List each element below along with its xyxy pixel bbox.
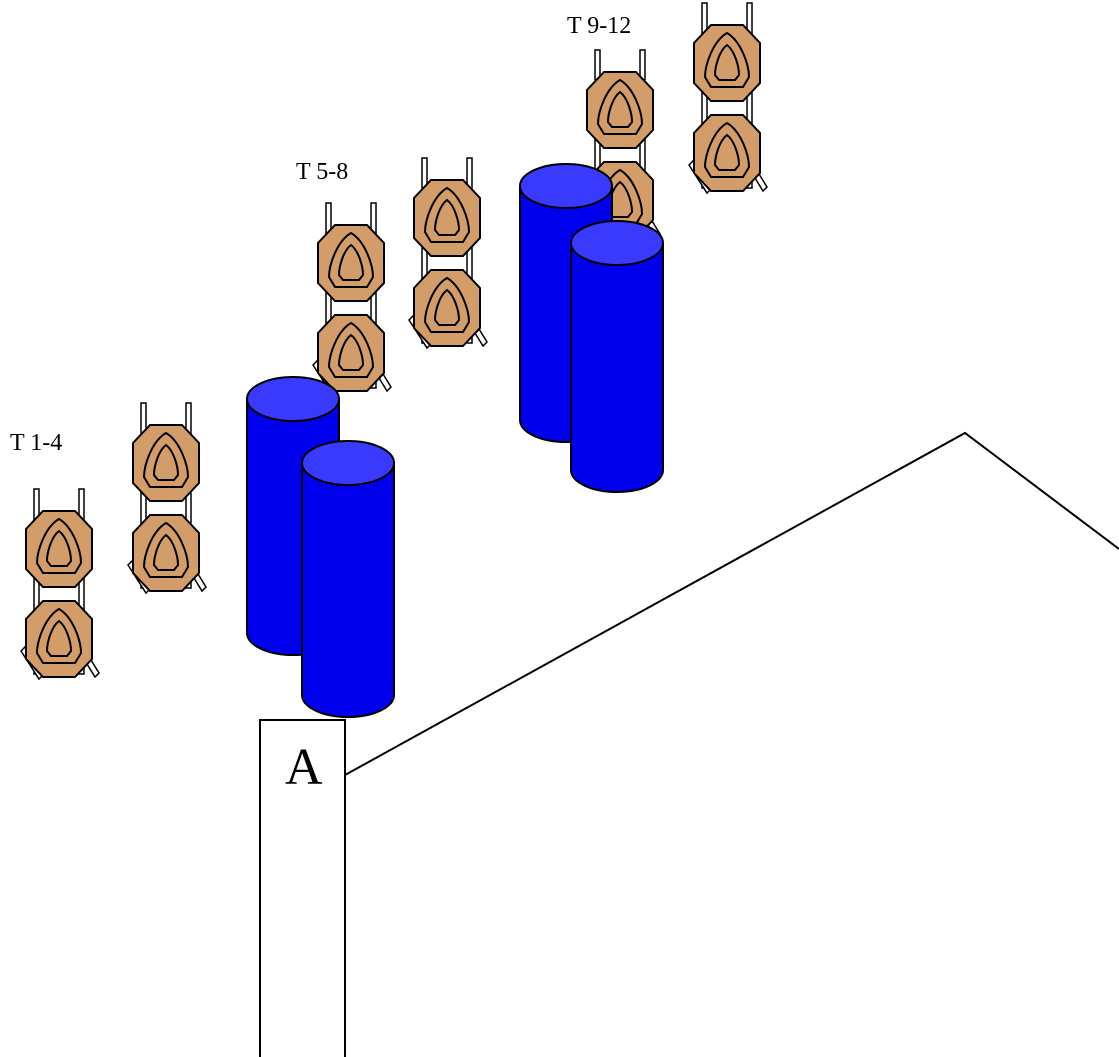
group-label-t9-12: T 9-12	[567, 13, 631, 39]
group-label-t1-4: T 1-4	[10, 430, 62, 456]
target-stand-group3-a	[689, 3, 767, 193]
group-label-t5-8: T 5-8	[296, 159, 348, 185]
barrel-mid-front	[301, 440, 395, 718]
target-stand-group1-b	[21, 489, 99, 679]
start-box-label: A	[285, 739, 323, 796]
start-box-a: A	[259, 719, 346, 1057]
target-stand-group2-b	[313, 203, 391, 393]
boundary-line	[344, 431, 1119, 776]
target-stand-group2-a	[409, 158, 487, 348]
target-stand-group1-a	[128, 403, 206, 593]
barrel-right-front	[570, 220, 664, 493]
